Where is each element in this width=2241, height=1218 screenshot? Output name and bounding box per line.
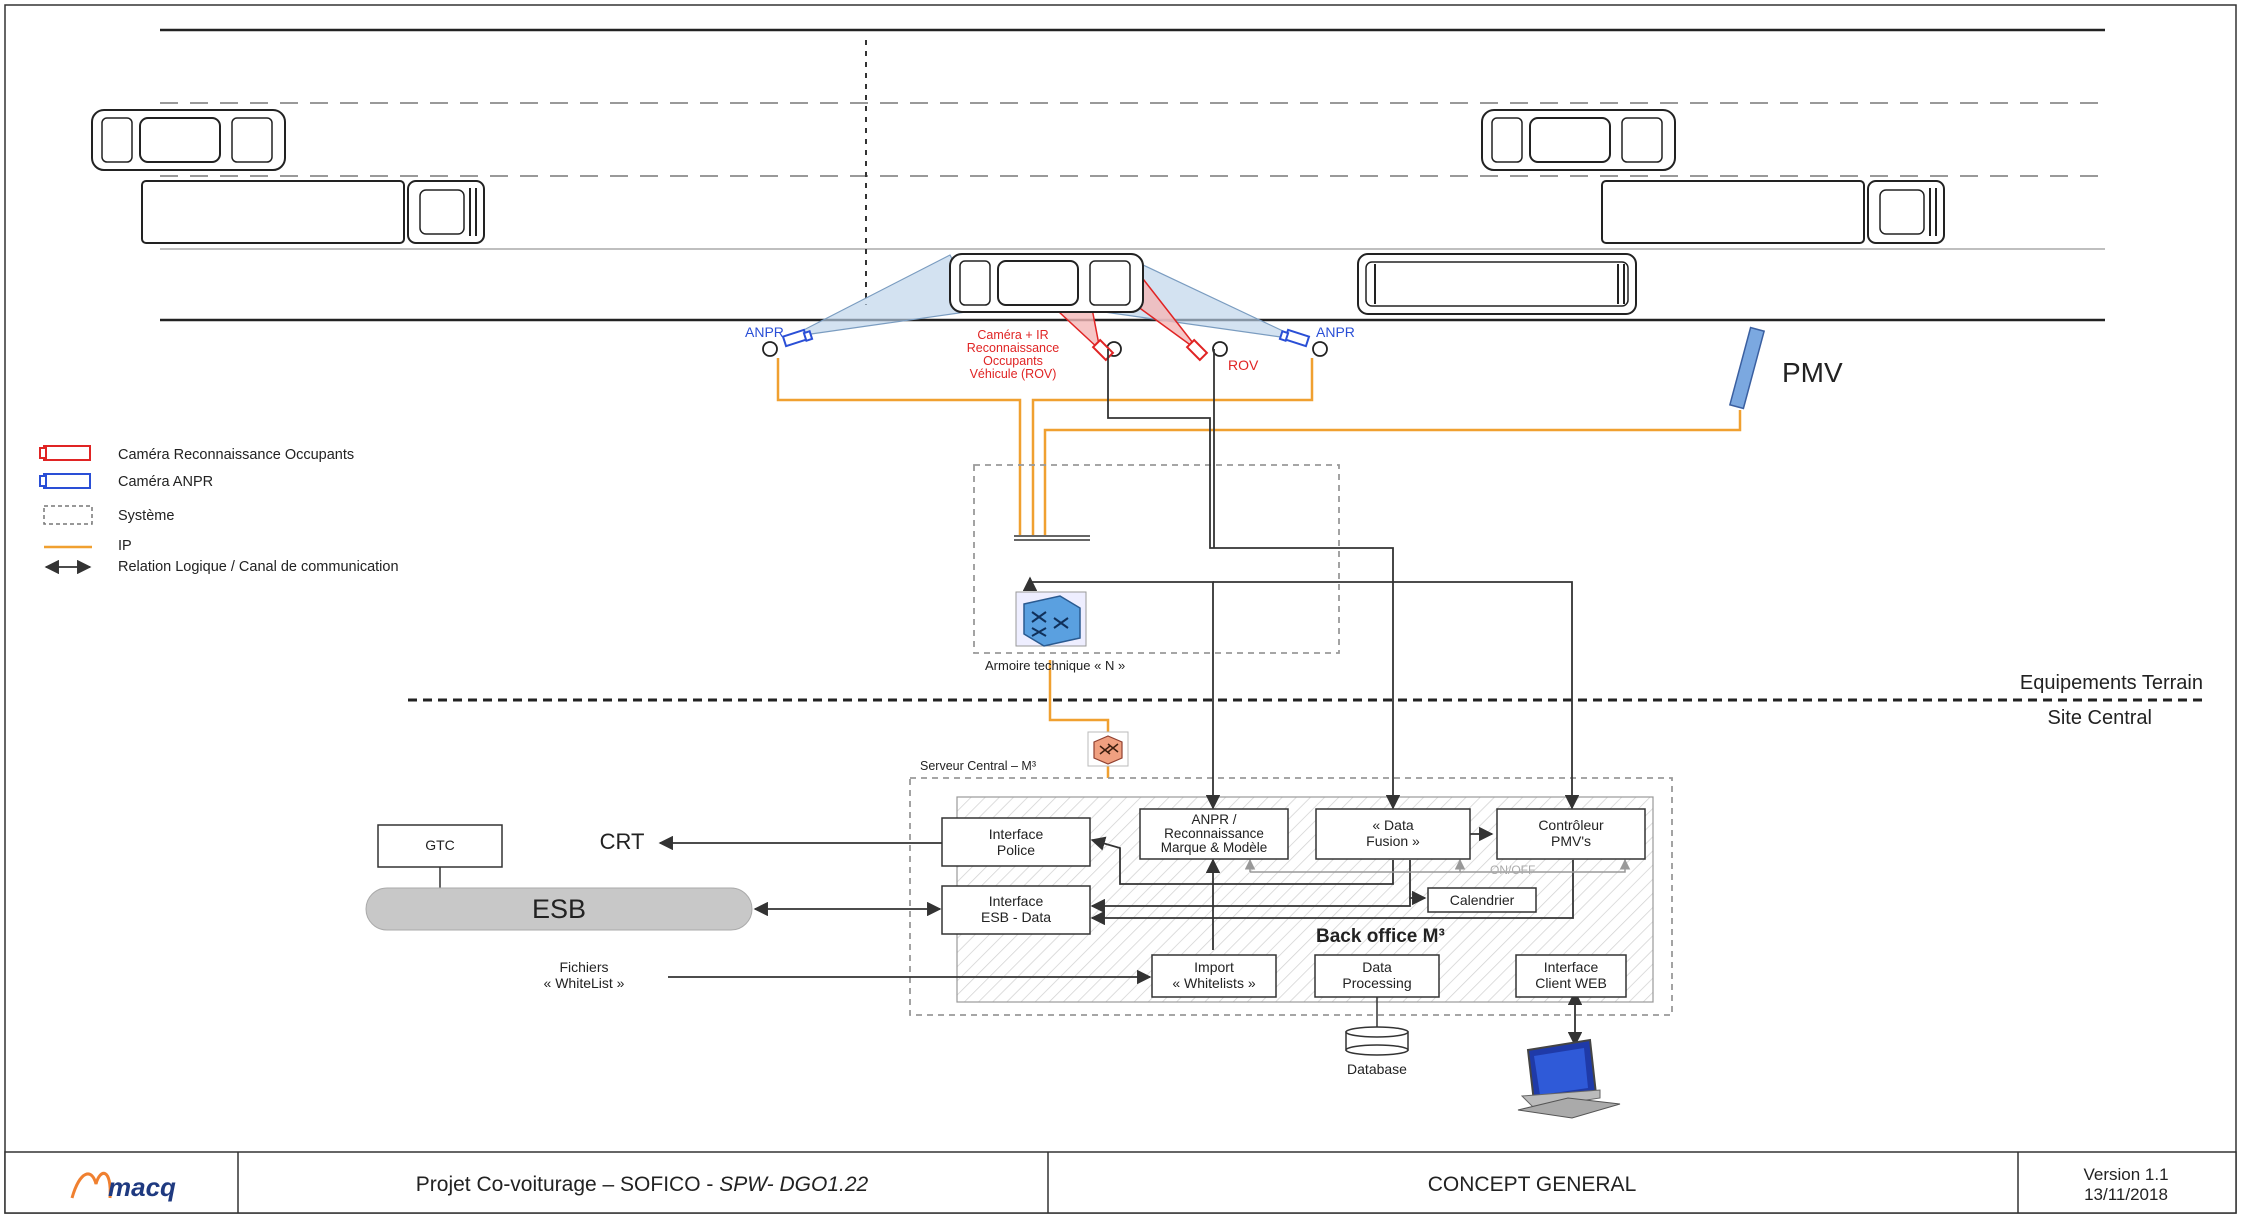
rov-right-label: ROV [1228,357,1259,373]
external-relations [658,835,1152,985]
legend-rov-camera-icon [39,445,91,461]
box-interface-police: Interface Police [941,817,1091,867]
footer-bar [4,1151,2237,1214]
box-label: ANPR / [1191,812,1236,827]
box-controleur-pmv: Contrôleur PMV's [1496,808,1646,860]
server-central-box [909,777,1673,1016]
box-gtc: GTC [377,824,503,868]
fichiers-label: Fichiers [559,959,608,975]
project-code: SPW- DGO1.22 [719,1173,868,1196]
car-top-left [91,109,286,171]
box-import-whitelists: Import « Whitelists » [1151,954,1277,998]
box-interface-esb: Interface ESB - Data [941,885,1091,935]
car-top-right [1481,109,1676,171]
truck-left [141,180,485,244]
box-label: Client WEB [1535,975,1607,991]
box-label: Police [997,842,1035,858]
on-off-label: ON/OFF [1490,863,1535,877]
box-label: PMV's [1551,833,1591,849]
ip-cables [776,358,1742,778]
legend-anpr-camera-icon [39,473,91,489]
road [160,28,2105,322]
box-label: Reconnaissance [1164,826,1264,841]
box-label: « Data [1372,817,1413,833]
pmv-sign: PMV [1728,326,1843,410]
esb-bus: ESB [365,887,753,931]
diagram-title: CONCEPT GENERAL [1428,1173,1637,1196]
box-label: Interface [989,893,1044,909]
cabinet-label: Armoire technique « N » [985,658,1125,673]
legend-label: IP [118,538,132,554]
database-icon [1345,1026,1409,1056]
cabinet-system-box [973,464,1340,654]
footer: macq Projet Co-voiturage – SOFICO - SPW-… [4,1151,2237,1214]
pmv-panel [1728,326,1766,410]
anpr-camera-left-icon [781,328,814,348]
logo-text: macq [108,1172,176,1202]
anpr-left-label: ANPR [745,324,784,340]
computer-icon [1517,1038,1621,1119]
box-anpr-reconnaissance: ANPR / Reconnaissance Marque & Modèle [1139,808,1289,860]
rov-camera-right-icon [1185,338,1209,362]
rov-caption-line: Caméra + IR [977,328,1048,342]
box-label: Marque & Modèle [1161,840,1268,855]
box-calendrier: Calendrier [1427,887,1537,913]
fichiers-label: « WhiteList » [544,975,625,991]
box-label: Data [1362,959,1392,975]
box-label: Fusion » [1366,833,1420,849]
legend-label: Relation Logique / Canal de communicatio… [118,559,399,575]
on-off-links [1244,858,1631,873]
database-label: Database [1347,1061,1407,1077]
rov-caption-line: Occupants [983,354,1043,368]
box-label: ESB - Data [981,909,1051,925]
rov-caption-line: Reconnaissance [967,341,1059,355]
anpr-right-label: ANPR [1316,324,1355,340]
box-label: Processing [1342,975,1411,991]
legend-system-icon [43,505,93,525]
back-office-label: Back office M³ [1316,926,1445,947]
pole-rov-right [1212,341,1228,357]
network-switch-icon [1015,591,1087,647]
box-data-processing: Data Processing [1314,954,1440,998]
zone-label-terrain: Equipements Terrain [2020,672,2203,694]
esb-label: ESB [532,894,586,924]
box-label: Calendrier [1450,892,1515,908]
armoire-technique: Armoire technique « N » [973,464,1340,673]
legend-label: Caméra Reconnaissance Occupants [118,447,354,463]
router-icon [1087,731,1129,767]
legend: Caméra Reconnaissance Occupants Caméra A… [39,445,399,575]
bus-right [1357,253,1637,315]
box-label: « Whitelists » [1172,975,1255,991]
project-prefix: Projet Co-voiturage – SOFICO - [416,1173,719,1196]
vehicles [91,109,1945,315]
pole-anpr-left [762,341,778,357]
box-data-fusion: « Data Fusion » [1315,808,1471,860]
box-label: Contrôleur [1538,817,1604,833]
project-title: Projet Co-voiturage – SOFICO - SPW- DGO1… [416,1173,869,1196]
rov-caption: Caméra + IR Reconnaissance Occupants Véh… [967,328,1059,381]
anpr-camera-right-icon [1278,328,1311,348]
zone-label-central: Site Central [2048,707,2153,729]
rov-caption-line: Véhicule (ROV) [970,367,1057,381]
box-label: Import [1194,959,1234,975]
server-label: Serveur Central – M³ [920,759,1036,773]
date: 13/11/2018 [2084,1185,2168,1204]
box-label: GTC [425,837,455,853]
box-label: Interface [1544,959,1599,975]
pmv-label: PMV [1782,357,1843,388]
box-interface-client-web: Interface Client WEB [1515,954,1627,998]
box-label: Interface [989,826,1044,842]
crt-label: CRT [600,829,645,854]
version: Version 1.1 [2083,1165,2168,1184]
logical-relations [1022,349,1583,1047]
pole-anpr-right [1312,341,1328,357]
truck-right [1601,180,1945,244]
legend-label: Système [118,508,174,524]
car-under-gantry [949,253,1144,313]
macq-logo: macq [70,1171,176,1202]
legend-label: Caméra ANPR [118,474,213,490]
